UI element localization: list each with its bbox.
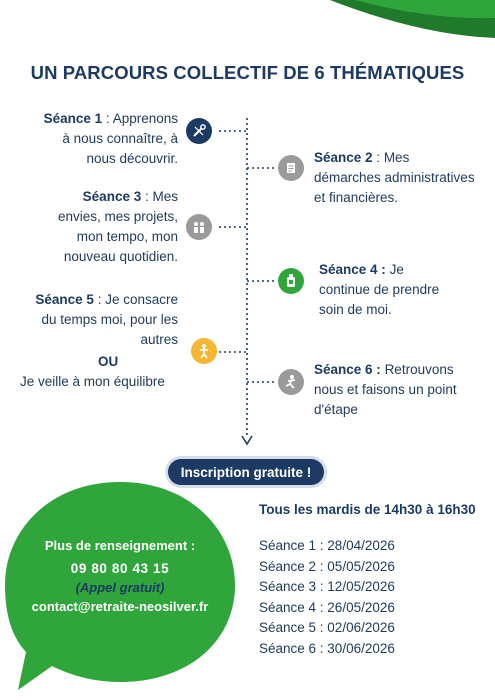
corner-decoration	[330, 0, 495, 38]
contact-email[interactable]: contact@retraite-neosilver.fr	[31, 599, 209, 614]
session-3: Séance 3 : Mes envies, mes projets, mon …	[57, 189, 178, 264]
exercise-icon	[278, 369, 304, 395]
date-item: Séance 5 : 02/06/2026	[259, 620, 395, 635]
session-2: Séance 2 : Mes démarches administratives…	[314, 150, 475, 205]
session-6: Séance 6 : Retrouvons nous et faisons un…	[314, 362, 457, 417]
pulley-icon	[191, 338, 217, 364]
date-item: Séance 3 : 12/05/2026	[259, 579, 395, 594]
date-item: Séance 4 : 26/05/2026	[259, 599, 395, 615]
free-call-note: (Appel gratuit)	[75, 580, 165, 595]
timeline	[219, 118, 276, 446]
registration-badge: Inscription gratuite !	[168, 459, 324, 485]
schedule-heading: Tous les mardis de 14h30 à 16h30	[259, 502, 476, 517]
contact-heading: Plus de renseignement :	[44, 538, 196, 553]
session-5-alternative: Je veille à mon équilibre	[20, 374, 165, 389]
or-label: OU	[98, 354, 119, 369]
contact-phone[interactable]: 09 80 80 43 15	[70, 561, 170, 576]
tools-icon	[186, 118, 212, 144]
page-title: UN PARCOURS COLLECTIF DE 6 THÉMATIQUES	[30, 62, 465, 83]
people-icon	[186, 214, 212, 240]
date-item: Séance 2 : 05/05/2026	[259, 558, 395, 574]
date-item: Séance 6 : 30/06/2026	[259, 640, 395, 656]
session-5: Séance 5 : Je consacre du temps moi, pou…	[35, 292, 178, 347]
session-4: Séance 4 : Je continue de prendre soin d…	[319, 262, 440, 317]
document-icon	[278, 155, 304, 181]
bottle-icon	[278, 268, 304, 294]
date-list: Séance 1 : 28/04/2026 Séance 2 : 05/05/2…	[259, 536, 395, 659]
contact-info: Plus de renseignement : 09 80 80 43 15 (…	[20, 536, 220, 616]
contact-bubble	[5, 482, 235, 690]
date-item: Séance 1 : 28/04/2026	[259, 538, 395, 553]
session-1: Séance 1 : Apprenons à nous connaître, à…	[43, 111, 178, 166]
